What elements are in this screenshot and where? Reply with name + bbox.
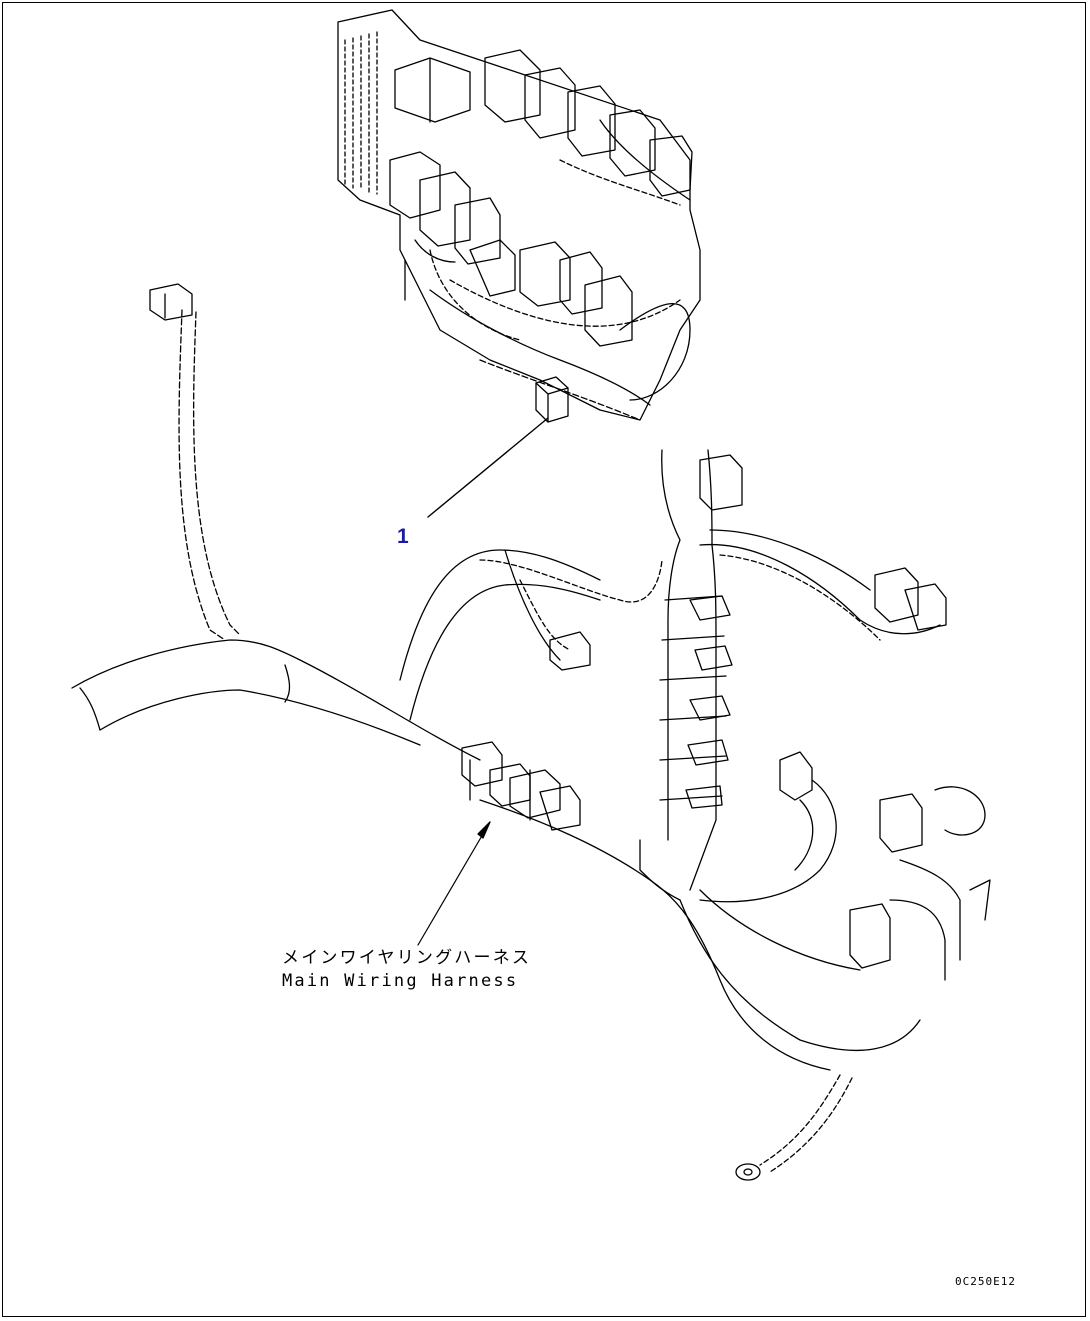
harness-label-japanese: メインワイヤリングハーネス [282,948,532,968]
harness-main-trunk [71,639,921,1071]
harness-label-leader [417,821,491,946]
drawing-code: 0C250E12 [955,1275,1016,1288]
harness-trunk-connectors [461,741,581,831]
harness-vertical-branch [659,449,733,891]
fuse-relay-box [337,9,701,421]
harness-lower-right [699,751,991,1181]
harness-right-branch [699,454,947,641]
callout-number-1: 1 [397,525,409,548]
relay-component-1 [535,376,569,423]
callout-leader-1 [427,417,549,518]
harness-upper-loop [399,549,663,721]
harness-label-english: Main Wiring Harness [282,971,519,991]
harness-label-arrowhead [477,821,491,839]
harness-branch-left [149,283,241,641]
